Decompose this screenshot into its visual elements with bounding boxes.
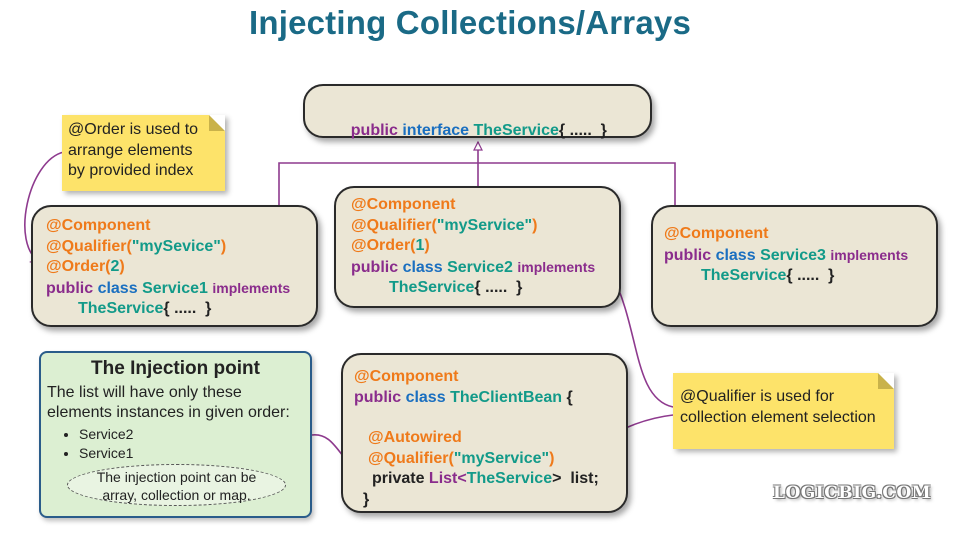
client-field-generic: TheService bbox=[466, 470, 553, 487]
service2-component-annotation: @Component bbox=[351, 196, 456, 213]
service2-keyword-class: class bbox=[402, 258, 443, 276]
service3-box: @Component public class Service3 impleme… bbox=[651, 205, 938, 327]
client-field-name: > list; bbox=[552, 470, 599, 487]
service1-keyword-class: class bbox=[97, 279, 138, 297]
client-brace-close: } bbox=[363, 490, 370, 508]
client-field-modifier: private bbox=[372, 470, 425, 487]
service1-interface-name: TheService bbox=[78, 300, 164, 317]
client-autowired-annotation: @Autowired bbox=[368, 429, 462, 446]
keyword-public: public bbox=[350, 121, 398, 139]
client-keyword-class: class bbox=[405, 388, 446, 406]
service1-qualifier-annotation: @Qualifier( bbox=[46, 237, 132, 255]
service3-keyword-public: public bbox=[664, 246, 712, 264]
order-note-line: @Order is used to bbox=[68, 121, 199, 138]
oval-line: array, collection or map. bbox=[102, 487, 251, 503]
injection-point-heading: The Injection point bbox=[91, 358, 260, 379]
qualifier-note-line: @Qualifier is used for bbox=[680, 388, 835, 405]
service2-box: @Component @Qualifier("myService") @Orde… bbox=[334, 186, 621, 308]
service1-class-name: Service1 bbox=[142, 279, 208, 297]
service1-order-value: 2 bbox=[110, 258, 120, 275]
service1-body: { ..... } bbox=[163, 300, 212, 317]
client-component-annotation: @Component bbox=[354, 368, 459, 385]
service1-qualifier-value: "mySevice" bbox=[131, 237, 221, 255]
injection-note-oval: The injection point can be array, collec… bbox=[67, 464, 286, 506]
service1-order-annotation: @Order( bbox=[46, 258, 111, 275]
order-note: @Order is used to arrange elements by pr… bbox=[62, 115, 225, 191]
service3-keyword-implements: implements bbox=[830, 246, 909, 263]
service2-keyword-implements: implements bbox=[517, 258, 596, 275]
service2-order-annotation: @Order( bbox=[351, 237, 416, 254]
client-qualifier-value: "myService" bbox=[453, 449, 550, 467]
service2-keyword-public: public bbox=[351, 258, 399, 276]
keyword-interface: interface bbox=[402, 121, 470, 139]
client-brace-open: { bbox=[566, 388, 573, 406]
injection-order-list: Service2 Service1 bbox=[47, 425, 304, 463]
list-item: Service1 bbox=[79, 444, 304, 463]
diagram-title: Injecting Collections/Arrays bbox=[248, 4, 692, 41]
service2-qualifier-close: ) bbox=[532, 216, 538, 234]
client-keyword-public: public bbox=[354, 388, 402, 406]
service1-qualifier-close: ) bbox=[220, 237, 227, 255]
client-field-type: List< bbox=[428, 470, 467, 487]
service3-body: { ..... } bbox=[786, 267, 835, 284]
service3-component-annotation: @Component bbox=[664, 225, 769, 242]
client-bean-box: @Component public class TheClientBean { … bbox=[341, 353, 628, 513]
service1-component-annotation: @Component bbox=[46, 217, 151, 234]
service3-class-name: Service3 bbox=[760, 246, 826, 264]
service2-body: { ..... } bbox=[474, 279, 523, 296]
service1-order-close: ) bbox=[119, 258, 125, 275]
service1-keyword-public: public bbox=[46, 279, 94, 297]
service2-qualifier-annotation: @Qualifier( bbox=[351, 216, 437, 234]
order-note-line: arrange elements bbox=[68, 141, 193, 159]
client-class-name: TheClientBean bbox=[450, 388, 563, 406]
client-qualifier-annotation: @Qualifier( bbox=[368, 449, 454, 467]
service2-interface-name: TheService bbox=[389, 279, 475, 296]
interface-body: { ..... } bbox=[558, 121, 607, 139]
oval-line: The injection point can be bbox=[96, 469, 257, 485]
service2-class-name: Service2 bbox=[447, 258, 513, 276]
injection-point-description: The list will have only these elements i… bbox=[47, 383, 304, 423]
inheritance-line-service1 bbox=[278, 162, 478, 205]
service2-order-value: 1 bbox=[415, 237, 425, 254]
interface-name: TheService bbox=[473, 121, 559, 139]
service1-box: @Component @Qualifier("mySevice") @Order… bbox=[31, 205, 318, 327]
list-item: Service2 bbox=[79, 425, 304, 444]
order-note-line: by provided index bbox=[68, 162, 194, 179]
qualifier-note: @Qualifier is used for collection elemen… bbox=[673, 373, 894, 449]
description-line: The list will have only these bbox=[47, 384, 242, 401]
service2-qualifier-value: "myService" bbox=[436, 216, 533, 234]
qualifier-note-line: collection element selection bbox=[680, 408, 876, 426]
description-line: elements instances in given order: bbox=[47, 404, 290, 421]
service3-keyword-class: class bbox=[715, 246, 756, 264]
logicbig-logo: LOGICBIG.COM bbox=[773, 483, 932, 503]
service1-keyword-implements: implements bbox=[212, 279, 291, 296]
service2-order-close: ) bbox=[424, 237, 430, 254]
inheritance-line-service3 bbox=[478, 162, 676, 205]
injection-point-panel: The Injection point The list will have o… bbox=[39, 351, 312, 518]
interface-box: public interface TheService{ ..... } bbox=[303, 84, 652, 139]
service3-interface-name: TheService bbox=[701, 267, 787, 284]
client-qualifier-close: ) bbox=[549, 449, 555, 467]
